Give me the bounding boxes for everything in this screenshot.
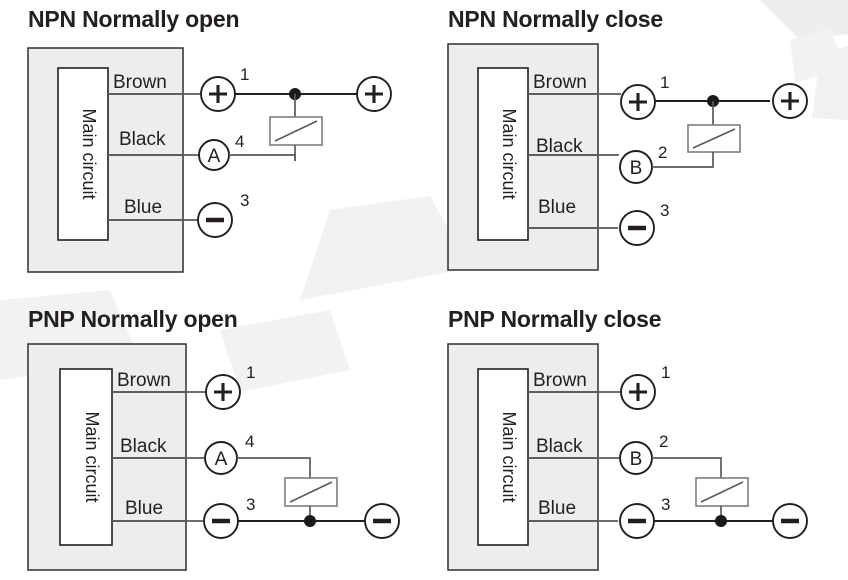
wire-label-brown-pnp-close: Brown	[533, 370, 587, 391]
load-return-npn-open	[229, 154, 296, 161]
pin-number-1-pnp-open: 1	[246, 363, 255, 382]
wire-label-brown-npn-open: Brown	[113, 72, 167, 93]
load-relay-slash-pnp-open	[289, 481, 333, 503]
terminal-label-a-pnp-open: A	[215, 449, 228, 470]
load-return-npn-close	[652, 152, 714, 168]
main-circuit-box-npn-close	[477, 67, 529, 241]
diagram-pnp-normally-close: PNP Normally close Main circuit Brown Bl…	[447, 306, 808, 571]
main-circuit-label-pnp-close: Main circuit	[499, 411, 519, 502]
load-relay-slash-pnp-close	[700, 481, 744, 503]
pin-number-1-npn-open: 1	[240, 65, 249, 84]
pin-number-2-pnp-close: 2	[659, 432, 668, 451]
load-relay-slash-npn-close	[692, 128, 736, 149]
pin-number-4-pnp-open: 4	[245, 432, 254, 451]
load-relay-slash-npn-open	[274, 120, 318, 142]
diagram-title-npn-open: NPN Normally open	[28, 6, 239, 32]
wire-label-black-npn-close: Black	[536, 136, 583, 157]
diagram-title-npn-close: NPN Normally close	[448, 6, 663, 32]
wire-label-blue-pnp-close: Blue	[538, 498, 576, 519]
wire-label-black-pnp-open: Black	[120, 436, 167, 457]
junction-dot-pnp-open	[304, 515, 316, 527]
wire-label-black-npn-open: Black	[119, 129, 166, 150]
pin-number-3-pnp-close: 3	[661, 495, 670, 514]
pin-number-3-npn-close: 3	[660, 201, 669, 220]
diagram-npn-normally-open: NPN Normally open Main circuit Brown Bla…	[27, 6, 392, 273]
load-lead-top-pnp-open	[237, 457, 311, 478]
junction-dot-pnp-close	[715, 515, 727, 527]
main-circuit-box-pnp-close	[477, 368, 529, 546]
wire-label-brown-npn-close: Brown	[533, 72, 587, 93]
pin-number-1-npn-close: 1	[660, 73, 669, 92]
pin-number-4-npn-open: 4	[235, 132, 244, 151]
terminal-label-a-npn-open: A	[208, 146, 221, 167]
wire-label-blue-pnp-open: Blue	[125, 498, 163, 519]
wire-label-black-pnp-close: Black	[536, 436, 583, 457]
wire-label-brown-pnp-open: Brown	[117, 370, 171, 391]
pin-number-1-pnp-close: 1	[661, 363, 670, 382]
main-circuit-box-npn-open	[57, 67, 109, 241]
terminal-label-b-pnp-close: B	[630, 449, 643, 470]
main-circuit-label-npn-close: Main circuit	[499, 108, 519, 199]
load-lead-top-pnp-close	[652, 457, 722, 478]
diagram-title-pnp-close: PNP Normally close	[448, 306, 661, 332]
diagram-title-pnp-open: PNP Normally open	[28, 306, 238, 332]
pin-number-2-npn-close: 2	[658, 143, 667, 162]
diagram-npn-normally-close: NPN Normally close Main circuit Brown Bl…	[447, 6, 808, 271]
pin-number-3-pnp-open: 3	[246, 495, 255, 514]
main-circuit-box-pnp-open	[59, 368, 113, 546]
terminal-label-b-npn-close: B	[630, 158, 643, 179]
main-circuit-label-npn-open: Main circuit	[79, 108, 99, 199]
main-circuit-label-pnp-open: Main circuit	[82, 411, 102, 502]
wire-label-blue-npn-open: Blue	[124, 197, 162, 218]
pin-number-3-npn-open: 3	[240, 191, 249, 210]
wire-label-blue-npn-close: Blue	[538, 197, 576, 218]
diagram-pnp-normally-open: PNP Normally open Main circuit Brown Bla…	[27, 306, 400, 571]
